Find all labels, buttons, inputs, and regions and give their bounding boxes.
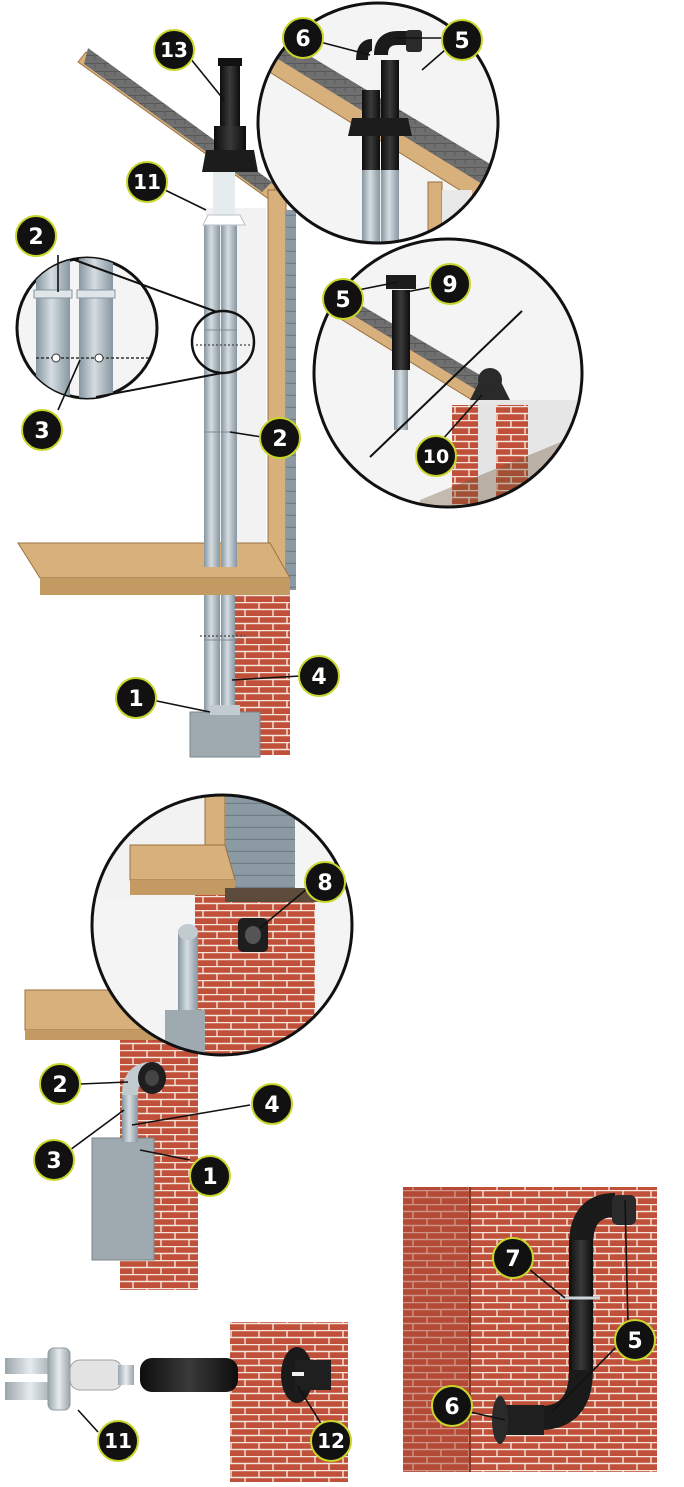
- callout-2-detail: 2: [15, 215, 57, 257]
- callout-4-wall: 4: [251, 1083, 293, 1125]
- callout-11-top: 11: [126, 161, 168, 203]
- callout-2-wall: 2: [39, 1063, 81, 1105]
- callout-11-bottom: 11: [97, 1420, 139, 1462]
- callout-4-wall-label: 4: [264, 1093, 279, 1118]
- wall-stud: [267, 189, 287, 591]
- callout-5-elbow: 5: [614, 1319, 656, 1361]
- callout-8-label: 8: [317, 871, 332, 896]
- floor-slab: [17, 542, 291, 579]
- boiler-unit-2: [91, 1137, 155, 1261]
- callout-6-elbow-label: 6: [444, 1395, 459, 1420]
- adapter-parts: [5, 1322, 348, 1482]
- callout-4-vertical-label: 4: [311, 665, 326, 690]
- callout-9: 9: [429, 263, 471, 305]
- vertical-installation: [15, 48, 296, 758]
- wall-installation: [24, 989, 198, 1290]
- callout-4-vertical: 4: [298, 655, 340, 697]
- callout-13-label: 13: [160, 38, 188, 62]
- callout-10-label: 10: [423, 446, 449, 468]
- callout-11-bottom-label: 11: [104, 1429, 132, 1453]
- callout-13: 13: [153, 29, 195, 71]
- callout-1-vertical-label: 1: [128, 687, 143, 712]
- vent-pipe-left: [204, 222, 220, 567]
- callout-12-label: 12: [317, 1429, 345, 1453]
- callout-8: 8: [304, 861, 346, 903]
- exterior-elbow-kit: [403, 1187, 657, 1472]
- callout-5-top: 5: [441, 19, 483, 61]
- vent-pipe-right: [221, 222, 237, 567]
- callout-2-pipe-label: 2: [272, 427, 287, 452]
- roof-detail-circle: [256, 1, 500, 245]
- callout-3-wall-label: 3: [46, 1149, 61, 1174]
- callout-6-elbow: 6: [431, 1385, 473, 1427]
- callout-5-elbow-label: 5: [627, 1329, 642, 1354]
- callout-1-wall: 1: [189, 1155, 231, 1197]
- callout-3-wall: 3: [33, 1139, 75, 1181]
- callout-3-detail: 3: [21, 409, 63, 451]
- callout-6-top: 6: [282, 17, 324, 59]
- boiler-unit: [189, 711, 261, 758]
- callout-6-top-label: 6: [295, 27, 310, 52]
- callout-9-label: 9: [442, 273, 457, 298]
- callout-3-detail-label: 3: [34, 419, 49, 444]
- exterior-siding: [286, 210, 296, 590]
- callout-10: 10: [415, 435, 457, 477]
- callout-12: 12: [310, 1420, 352, 1462]
- callout-11-top-label: 11: [133, 170, 161, 194]
- callout-1-vertical: 1: [115, 677, 157, 719]
- callout-5-mid-label: 5: [335, 288, 350, 313]
- terminal-pipe: [140, 1358, 238, 1392]
- leader-lines: [57, 37, 629, 1433]
- callout-5-mid: 5: [322, 278, 364, 320]
- callout-7-label: 7: [505, 1247, 520, 1272]
- callout-2-wall-label: 2: [52, 1073, 67, 1098]
- callout-1-wall-label: 1: [202, 1165, 217, 1190]
- callout-2-pipe: 2: [259, 417, 301, 459]
- callout-5-top-label: 5: [454, 29, 469, 54]
- callout-7: 7: [492, 1237, 534, 1279]
- callout-2-detail-label: 2: [28, 225, 43, 250]
